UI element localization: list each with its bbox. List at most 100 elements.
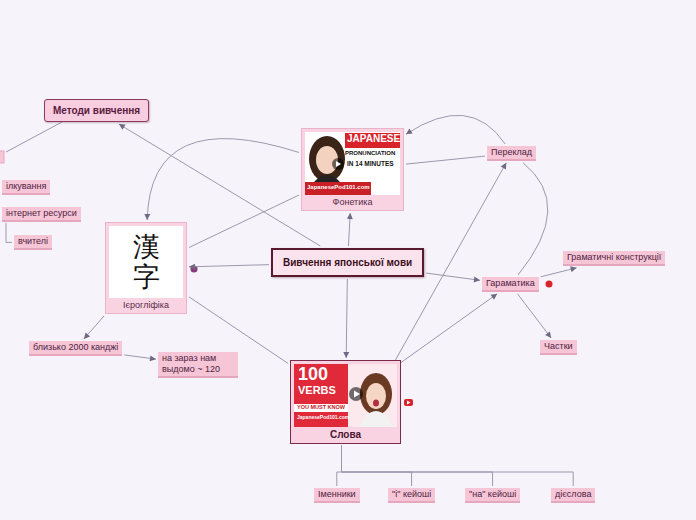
topic-box: Фонетика (301, 128, 404, 211)
connector-line (189, 195, 299, 247)
topic-box: "на" кейоші (465, 488, 520, 503)
connector-line (147, 139, 299, 220)
topic-box: 漢字Ієрогліфіка (105, 222, 187, 314)
connector (189, 264, 269, 270)
topic-text: Частки (544, 341, 573, 352)
topic-box: Гараматика (482, 277, 539, 292)
topic-box: Граматичні конструкції (563, 251, 665, 266)
arrow-head (84, 333, 90, 339)
arrow-head (406, 128, 413, 134)
play-triangle (336, 161, 341, 167)
title-band (345, 133, 400, 148)
arrow-head (545, 331, 551, 338)
topic-text: "на" кейоші (469, 489, 516, 500)
face (366, 383, 386, 409)
connector (541, 266, 577, 276)
note-icon (546, 281, 553, 288)
topic-text: ілкування (6, 181, 46, 192)
subtitle-band (294, 404, 348, 412)
connector (401, 294, 497, 363)
arrow-head (343, 352, 349, 358)
connector (343, 279, 349, 358)
connector (347, 213, 353, 246)
connector-line (518, 163, 548, 275)
connector-line (401, 294, 497, 363)
cut-node (0, 151, 4, 163)
topic-box: Іменники (314, 488, 360, 503)
brand-strip (305, 182, 371, 195)
topic-box: Частки (540, 340, 577, 355)
connector (342, 445, 493, 486)
title-panel (294, 364, 348, 427)
arrow-head (501, 163, 507, 170)
connector (6, 223, 12, 243)
connector-line (517, 294, 551, 338)
video-icon (404, 399, 413, 406)
topic-box: Переклад (487, 146, 536, 161)
topic-text: Переклад (491, 147, 532, 158)
topic-text: Слова (294, 429, 397, 440)
branch-line (6, 122, 62, 152)
connector (84, 316, 104, 339)
play-button (332, 158, 344, 170)
connector-line (406, 115, 505, 144)
topic-text: близько 2000 канджі (33, 342, 118, 353)
topic-text: на зараз нам выдомо ~ 120 (162, 353, 234, 375)
connector (518, 163, 548, 275)
topic-box: близько 2000 канджі (29, 341, 122, 356)
topic-text: Методи вивчення (53, 105, 140, 116)
topic-text: Вивчення японської мови (283, 257, 412, 268)
thumb-ground (305, 132, 400, 195)
shoulders (360, 411, 392, 427)
topic-box: "і" кейоші (388, 488, 435, 503)
kanji-text: 漢字 (133, 232, 160, 291)
topic-text: Гараматика (486, 278, 535, 289)
topic-text: вчителі (18, 236, 48, 247)
topic-box: дієслова (551, 488, 595, 503)
connector-line (6, 223, 12, 243)
arrow-head (474, 277, 480, 283)
connector (406, 156, 485, 164)
topic-box: на зараз нам выдомо ~ 120 (158, 352, 238, 378)
topic-text: "і" кейоші (392, 489, 431, 500)
connector (517, 294, 551, 338)
topic-text: Іменники (318, 489, 356, 500)
video-thumbnail (305, 132, 400, 195)
connector-line (342, 445, 574, 486)
arrow-head (150, 355, 156, 361)
topic-text: інтернет ресурси (6, 208, 77, 219)
topic-box: Методи вивчення (44, 99, 149, 122)
connector-line (406, 156, 485, 164)
topic-box: Слова (290, 360, 401, 444)
connector (189, 195, 299, 247)
connector (426, 273, 480, 282)
video-thumbnail (294, 364, 397, 427)
arrow-head (119, 124, 126, 130)
connector-line (342, 445, 412, 486)
play-button (349, 387, 363, 401)
connector (337, 445, 342, 486)
connector (124, 355, 156, 361)
arrow-head (491, 294, 498, 300)
connector (406, 115, 505, 144)
connector-line (84, 316, 104, 339)
arrow-head (570, 266, 577, 272)
connector-line (337, 445, 342, 486)
mouth (373, 400, 379, 407)
arrow-head (189, 264, 195, 270)
connector-line (346, 279, 347, 358)
play-triangle (354, 391, 360, 398)
topic-box: вчителі (14, 235, 52, 250)
video-icon-play (407, 401, 411, 405)
thumbnail-frame (305, 132, 400, 195)
connector (342, 445, 412, 486)
connector-line (189, 265, 269, 267)
connector (342, 445, 574, 486)
kanji-card: 漢字 (109, 226, 183, 298)
thumbnail-frame (294, 364, 397, 427)
arrow-head (347, 213, 353, 219)
topic-text: дієслова (555, 489, 591, 500)
topic-text: Граматичні конструкції (567, 252, 661, 263)
topic-box: Вивчення японської мови (271, 248, 424, 277)
